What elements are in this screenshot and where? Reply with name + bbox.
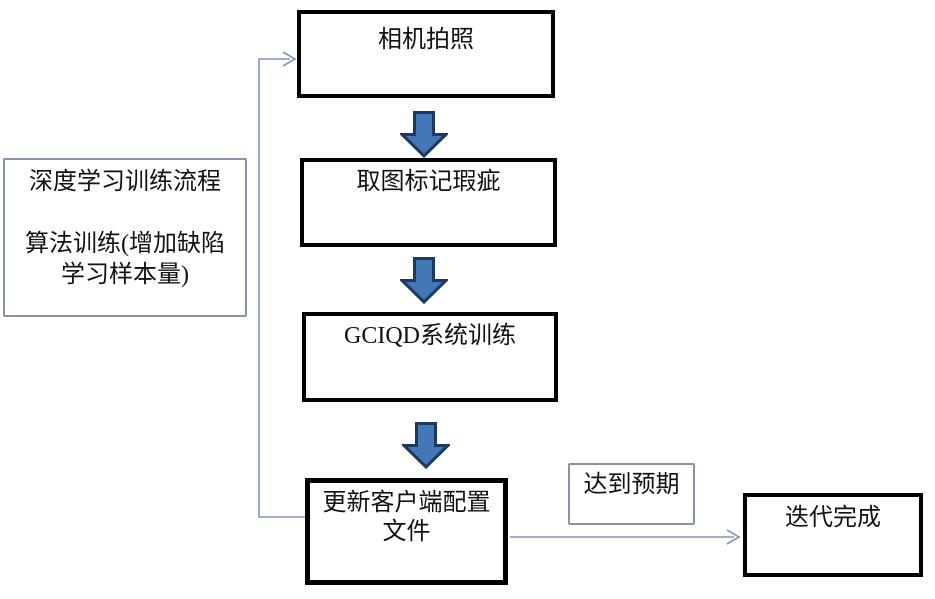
down-block-arrow-icon [402,422,450,469]
down-block-arrow-shape [400,111,448,158]
down-block-arrow-icon [400,257,448,304]
node-system-training-label: GCIQD系统训练 [344,323,516,349]
side-note-spacer [5,198,245,229]
node-camera-capture-label: 相机拍照 [378,27,474,53]
node-mark-defects-label: 取图标记瑕疵 [356,169,501,195]
side-note-line2: 算法训练(增加缺陷 [25,231,225,257]
condition-expectation-met: 达到预期 [568,463,695,525]
feedback-connector-line [258,58,305,518]
down-block-arrow-icon [400,111,448,158]
node-camera-capture: 相机拍照 [297,10,555,98]
node-iteration-done: 迭代完成 [743,493,923,577]
node-update-config-label-line2: 文件 [382,519,431,545]
down-block-arrow-shape [402,422,450,469]
condition-expectation-met-label: 达到预期 [583,472,680,498]
node-update-config: 更新客户端配置 文件 [305,478,508,585]
result-connector-arrowhead-icon [726,529,741,545]
side-note-box: 深度学习训练流程 算法训练(增加缺陷 学习样本量) [3,158,247,317]
down-block-arrow-shape [400,257,448,304]
side-note-line3: 学习样本量) [61,262,189,288]
node-mark-defects: 取图标记瑕疵 [300,158,557,247]
side-note-line1: 深度学习训练流程 [29,169,221,195]
node-iteration-done-label: 迭代完成 [785,505,881,531]
node-update-config-label-line1: 更新客户端配置 [322,490,491,516]
node-system-training: GCIQD系统训练 [302,312,558,402]
feedback-connector-arrowhead-icon [282,51,297,67]
